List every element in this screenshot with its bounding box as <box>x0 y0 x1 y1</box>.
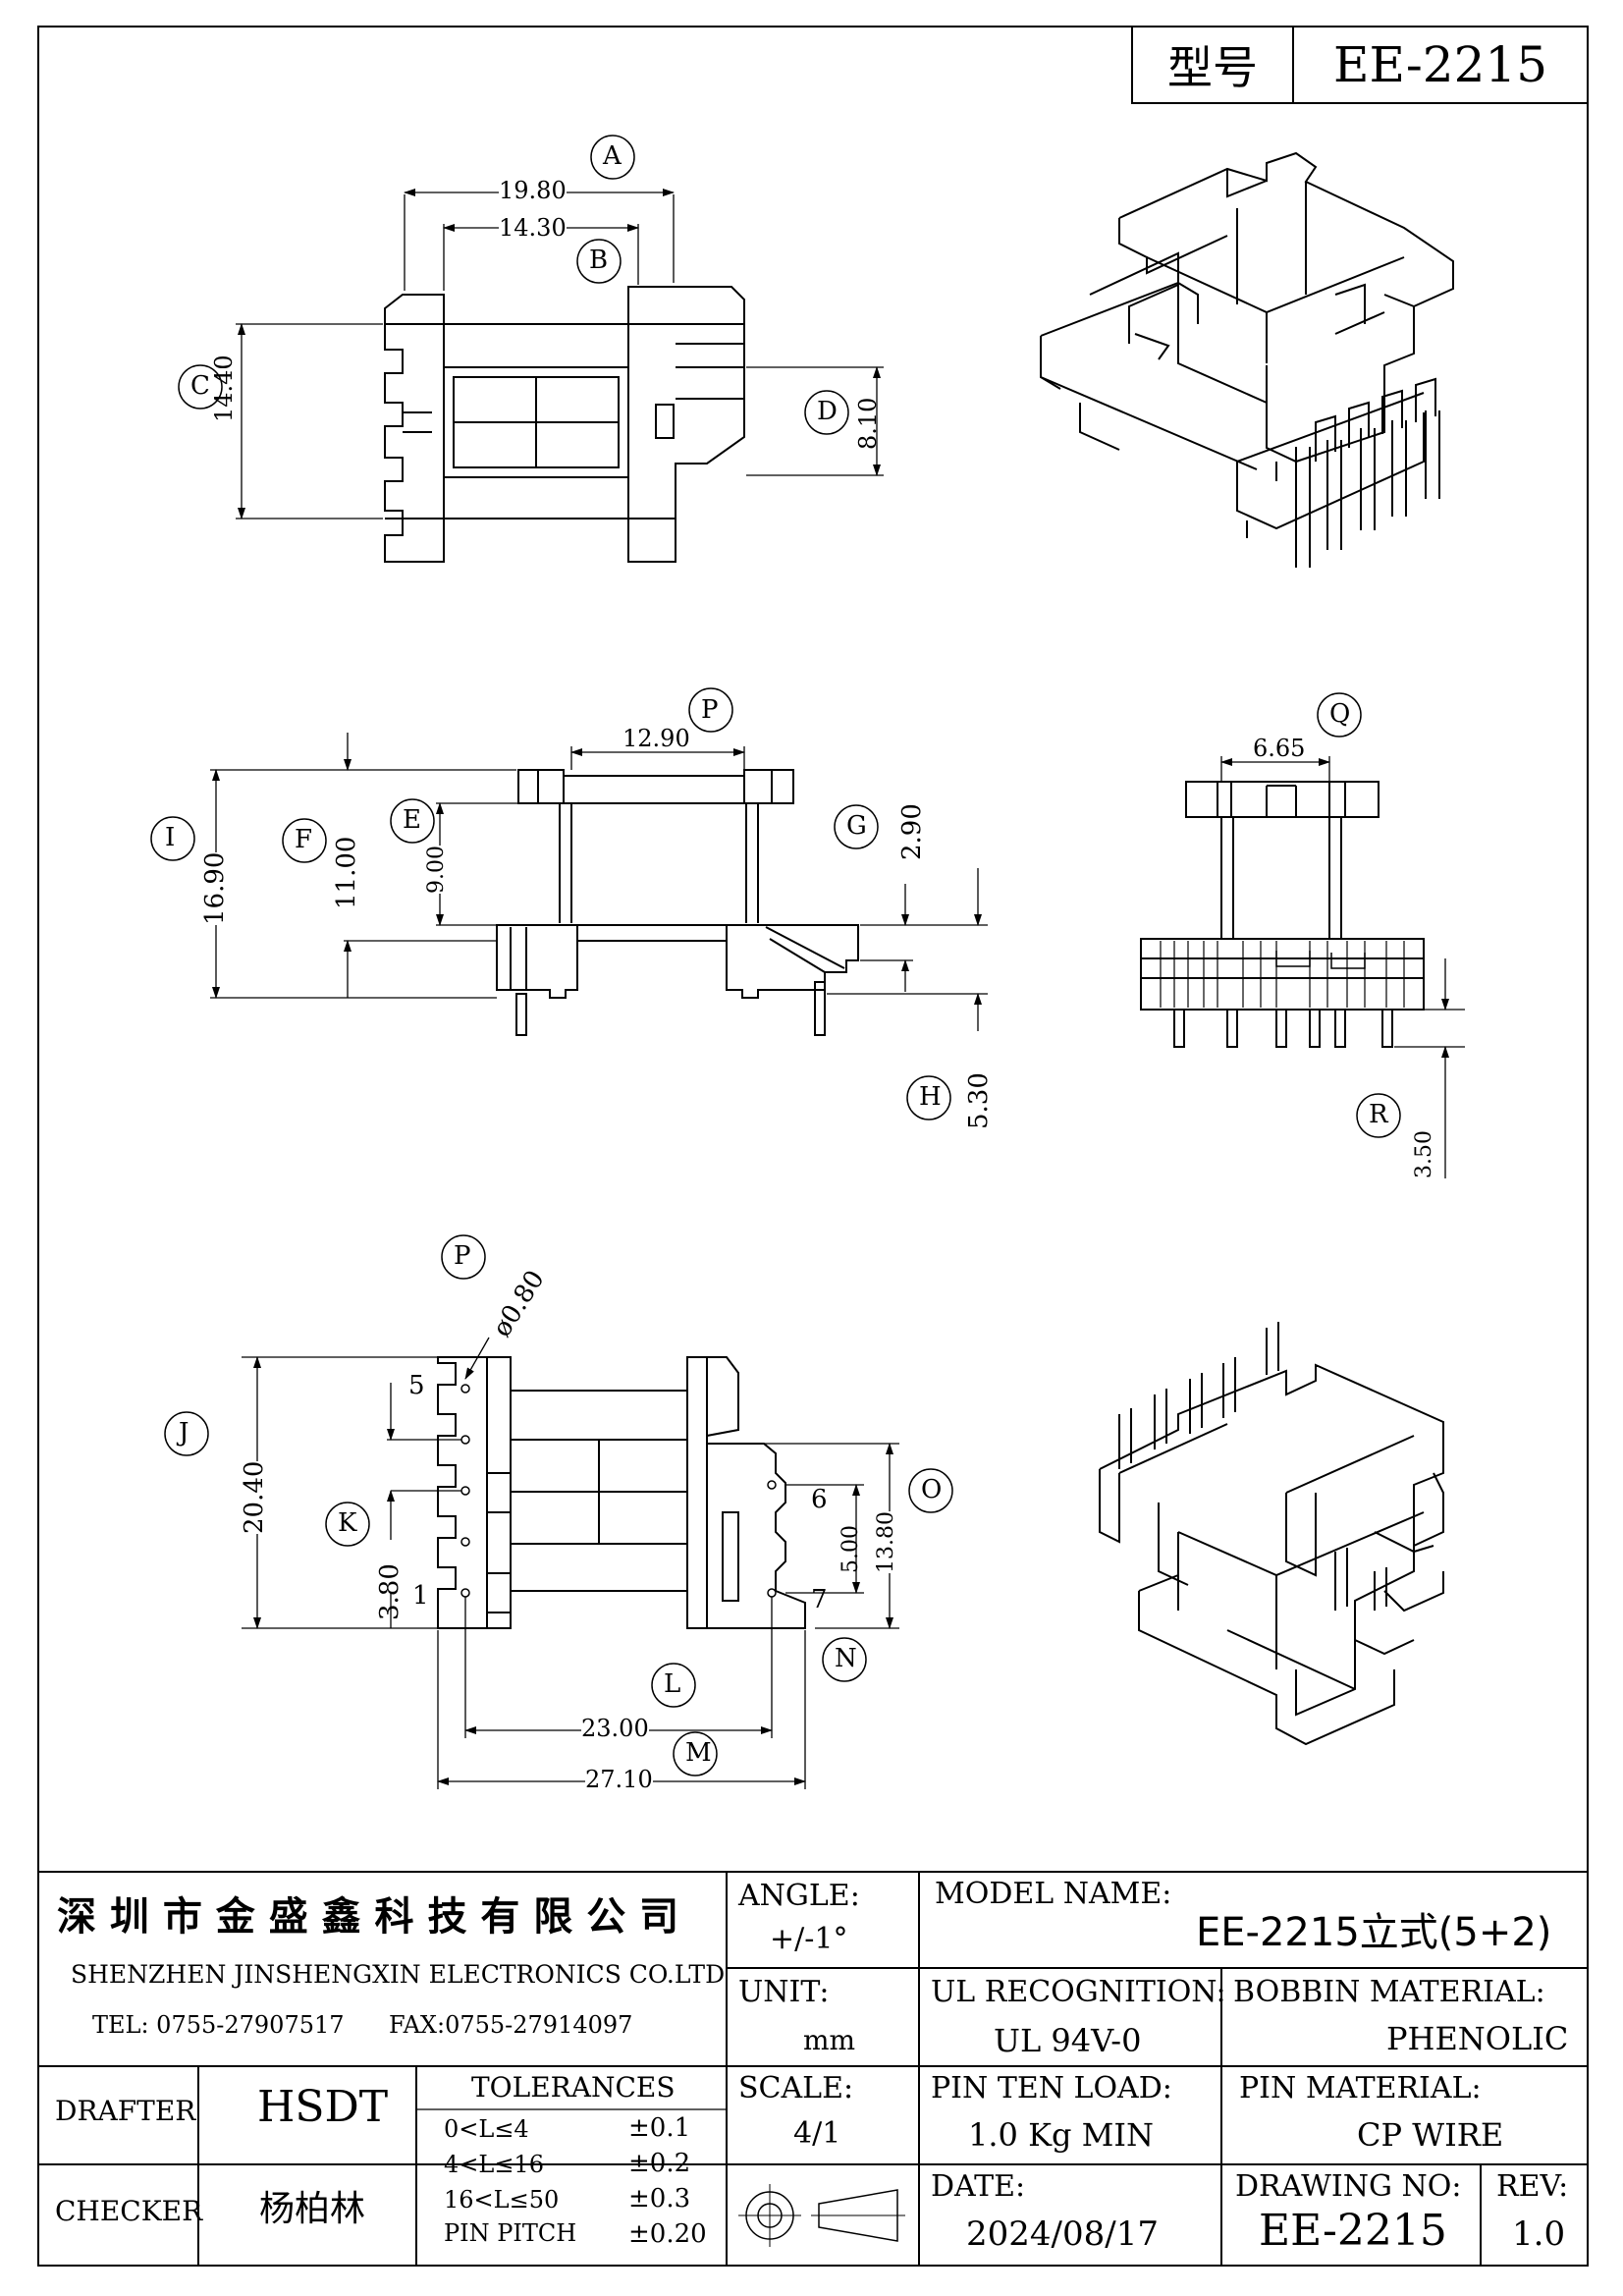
front-view <box>150 687 988 1121</box>
dim-value-12-90: 12.90 <box>622 725 690 752</box>
dim-label-C: C <box>190 371 210 401</box>
angle-value: +/-1° <box>770 1922 848 1956</box>
dim-value-20-40: 20.40 <box>240 1460 269 1534</box>
dim-label-I: I <box>165 823 176 852</box>
date-value: 2024/08/17 <box>966 2214 1159 2254</box>
model-label-cell: 型号 <box>1131 26 1294 104</box>
drawing-frame <box>37 26 1589 2267</box>
isometric-view-1 <box>1040 151 1454 568</box>
dim-label-G: G <box>846 811 867 841</box>
top-view <box>178 135 884 563</box>
pin-number-5: 5 <box>408 1371 425 1400</box>
tol-value-1: ±0.2 <box>628 2149 691 2178</box>
dim-value-16-90: 16.90 <box>200 851 230 925</box>
company-tel: TEL: 0755-27907517 <box>92 2011 345 2039</box>
dim-value-6-65: 6.65 <box>1253 735 1306 762</box>
side-view <box>1140 692 1465 1178</box>
pin-number-6: 6 <box>811 1485 828 1514</box>
rev-value: 1.0 <box>1512 2214 1566 2254</box>
dim-label-B: B <box>589 246 609 275</box>
dim-value-14-40: 14.40 <box>210 355 238 422</box>
drawing-no-label: DRAWING NO: <box>1235 2169 1462 2204</box>
ul-label: UL RECOGNITION: <box>931 1975 1226 2009</box>
drawing-no-value: EE-2215 <box>1259 2206 1447 2256</box>
dim-value-2-90: 2.90 <box>897 803 927 860</box>
tolerances-label: TOLERANCES <box>471 2071 676 2104</box>
dim-label-D: D <box>817 397 838 426</box>
dim-value-5-30: 5.30 <box>964 1072 994 1129</box>
dim-label-P2: P <box>454 1241 471 1271</box>
bottom-view <box>164 1234 953 1789</box>
company-name-cn: 深 圳 市 金 盛 鑫 科 技 有 限 公 司 <box>57 1894 679 1940</box>
pin-material-value: CP WIRE <box>1357 2116 1504 2154</box>
checker-value: 杨柏林 <box>259 2189 366 2229</box>
model-label: 型号 <box>1167 41 1258 94</box>
dim-value-8-10: 8.10 <box>854 397 882 450</box>
dim-label-P: P <box>701 695 719 725</box>
dim-value-13-80: 13.80 <box>874 1511 898 1573</box>
model-value: EE-2215 <box>1332 36 1548 93</box>
tol-range-2: 16<L≤50 <box>444 2186 560 2214</box>
drafter-value: HSDT <box>257 2082 389 2132</box>
bobbin-value: PHENOLIC <box>1386 2020 1569 2057</box>
rev-label: REV: <box>1496 2169 1569 2204</box>
company-name-en: SHENZHEN JINSHENGXIN ELECTRONICS CO.LTD <box>71 1960 726 1989</box>
dim-label-J: J <box>179 1418 189 1448</box>
scale-value: 4/1 <box>793 2116 841 2151</box>
pin-number-1: 1 <box>412 1581 429 1611</box>
angle-label: ANGLE: <box>738 1879 860 1913</box>
tol-range-1: 4<L≤16 <box>444 2151 544 2178</box>
isometric-view-2 <box>1099 1322 1444 1746</box>
pin-load-label: PIN TEN LOAD: <box>931 2071 1172 2105</box>
dim-value-9-00: 9.00 <box>424 846 449 894</box>
tol-range-0: 0<L≤4 <box>444 2115 529 2143</box>
dim-value-27-10: 27.10 <box>585 1766 653 1793</box>
scale-label: SCALE: <box>738 2071 854 2105</box>
dim-value-23-00: 23.00 <box>581 1715 649 1742</box>
ul-value: UL 94V-0 <box>994 2022 1142 2059</box>
title-block <box>37 1871 1589 2267</box>
dim-label-E: E <box>403 805 421 835</box>
dim-label-L: L <box>664 1669 681 1699</box>
drafter-label: DRAFTER <box>55 2095 196 2127</box>
dim-label-Q: Q <box>1329 699 1351 729</box>
dim-label-K: K <box>338 1508 357 1538</box>
bobbin-label: BOBBIN MATERIAL: <box>1233 1975 1545 2009</box>
tol-value-2: ±0.3 <box>628 2184 691 2214</box>
company-fax: FAX:0755-27914097 <box>389 2011 633 2039</box>
model-name-label: MODEL NAME: <box>935 1877 1172 1911</box>
model-name-value: EE-2215立式(5+2) <box>1196 1910 1552 1955</box>
dim-value-14-30: 14.30 <box>499 214 567 242</box>
dim-value-5-00: 5.00 <box>839 1525 863 1573</box>
dim-label-F: F <box>295 825 313 854</box>
checker-label: CHECKER <box>55 2195 203 2227</box>
unit-label: UNIT: <box>738 1975 830 2009</box>
date-label: DATE: <box>931 2169 1026 2204</box>
dim-value-11-00: 11.00 <box>332 836 361 909</box>
dim-label-N: N <box>835 1644 857 1673</box>
unit-value: mm <box>803 2024 856 2056</box>
dim-label-H: H <box>919 1082 942 1112</box>
dim-label-R: R <box>1369 1100 1388 1129</box>
dim-value-3-80: 3.80 <box>375 1563 405 1620</box>
tol-value-0: ±0.1 <box>628 2113 691 2143</box>
tol-range-3: PIN PITCH <box>444 2219 577 2247</box>
model-value-cell: EE-2215 <box>1292 26 1589 104</box>
dim-value-19-80: 19.80 <box>499 177 567 204</box>
dim-label-M: M <box>685 1738 712 1768</box>
tol-value-3: ±0.20 <box>628 2219 707 2249</box>
dim-value-3-50: 3.50 <box>1412 1130 1436 1178</box>
dim-label-O: O <box>921 1475 943 1504</box>
pin-material-label: PIN MATERIAL: <box>1239 2071 1482 2105</box>
pin-number-7: 7 <box>811 1585 828 1614</box>
pin-load-value: 1.0 Kg MIN <box>968 2116 1155 2154</box>
dim-label-A: A <box>603 141 622 171</box>
